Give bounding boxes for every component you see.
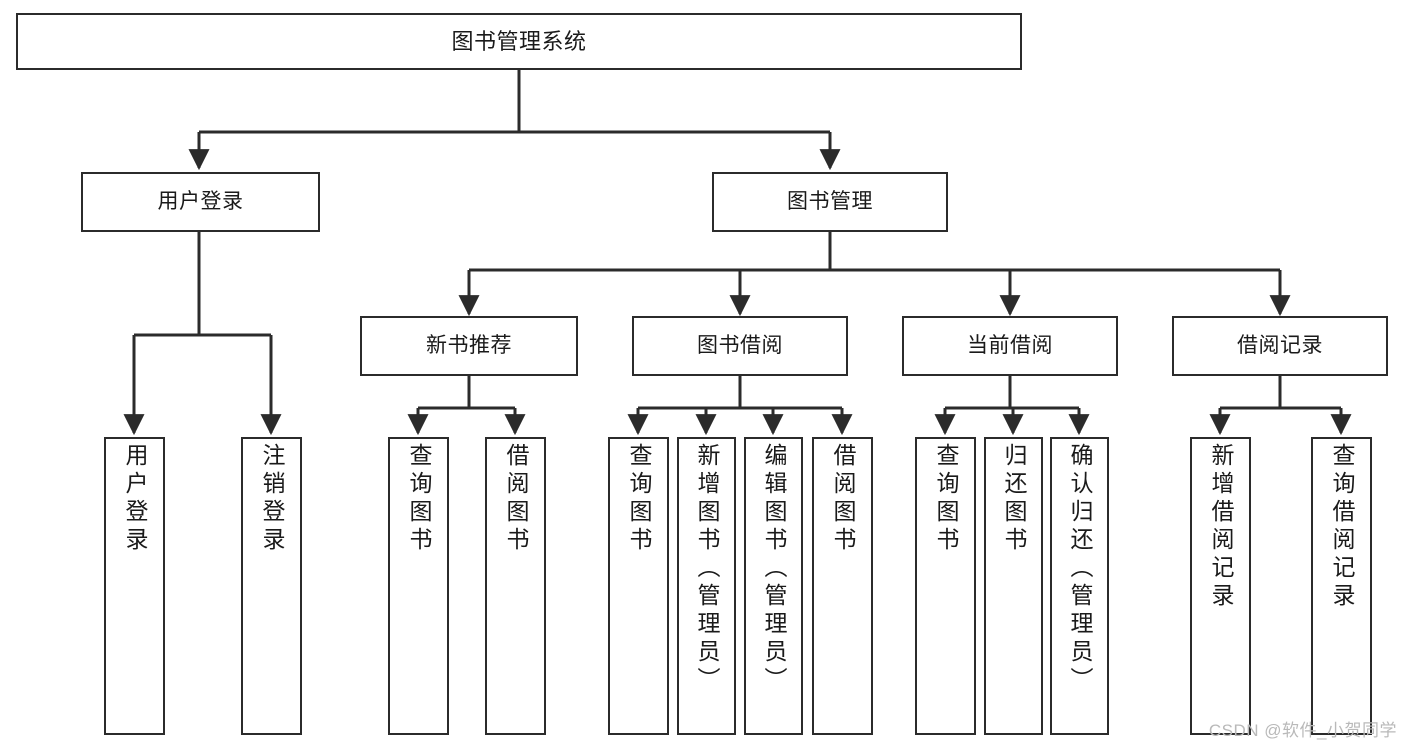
node-label: 注销登录: [259, 443, 285, 555]
node-label: 图书借阅: [697, 333, 783, 357]
leaf-logout-login[interactable]: 注销登录: [241, 437, 302, 735]
node-label: 用户登录: [122, 443, 148, 555]
node-label: 借阅记录: [1237, 333, 1323, 357]
node-label: 图书管理: [787, 189, 873, 213]
leaf-query-book-1[interactable]: 查询图书: [388, 437, 449, 735]
node-label: 查询图书: [406, 443, 432, 555]
leaf-confirm-return[interactable]: 确认归还（管理员）: [1050, 437, 1109, 735]
leaf-borrow-book-2[interactable]: 借阅图书: [812, 437, 873, 735]
node-label: 查询图书: [626, 443, 652, 555]
leaf-add-book[interactable]: 新增图书（管理员）: [677, 437, 736, 735]
node-label: 新增借阅记录: [1208, 443, 1234, 611]
node-label: 编辑图书（管理员）: [761, 443, 787, 695]
node-system-root[interactable]: 图书管理系统: [16, 13, 1022, 70]
node-label: 用户登录: [157, 189, 244, 213]
node-label: 确认归还（管理员）: [1067, 443, 1093, 695]
leaf-borrow-book-1[interactable]: 借阅图书: [485, 437, 546, 735]
leaf-return-book[interactable]: 归还图书: [984, 437, 1043, 735]
node-user-login[interactable]: 用户登录: [81, 172, 320, 232]
node-label: 查询借阅记录: [1329, 443, 1355, 611]
leaf-query-book-2[interactable]: 查询图书: [608, 437, 669, 735]
node-current-borrow[interactable]: 当前借阅: [902, 316, 1118, 376]
node-label: 归还图书: [1001, 443, 1027, 555]
node-label: 图书管理系统: [451, 28, 587, 54]
node-label: 借阅图书: [503, 443, 529, 555]
leaf-query-book-3[interactable]: 查询图书: [915, 437, 976, 735]
csdn-watermark: CSDN @软件_小贺同学: [1208, 721, 1397, 740]
leaf-query-record[interactable]: 查询借阅记录: [1311, 437, 1372, 735]
node-borrow-record[interactable]: 借阅记录: [1172, 316, 1388, 376]
node-label: 新增图书（管理员）: [694, 443, 720, 695]
node-label: 当前借阅: [967, 333, 1053, 357]
node-label: 查询图书: [933, 443, 959, 555]
node-book-borrow[interactable]: 图书借阅: [632, 316, 848, 376]
leaf-edit-book[interactable]: 编辑图书（管理员）: [744, 437, 803, 735]
leaf-user-login[interactable]: 用户登录: [104, 437, 165, 735]
node-label: 新书推荐: [426, 333, 512, 357]
leaf-add-record[interactable]: 新增借阅记录: [1190, 437, 1251, 735]
node-label: 借阅图书: [830, 443, 856, 555]
node-book-management[interactable]: 图书管理: [712, 172, 948, 232]
node-new-book-recommend[interactable]: 新书推荐: [360, 316, 578, 376]
